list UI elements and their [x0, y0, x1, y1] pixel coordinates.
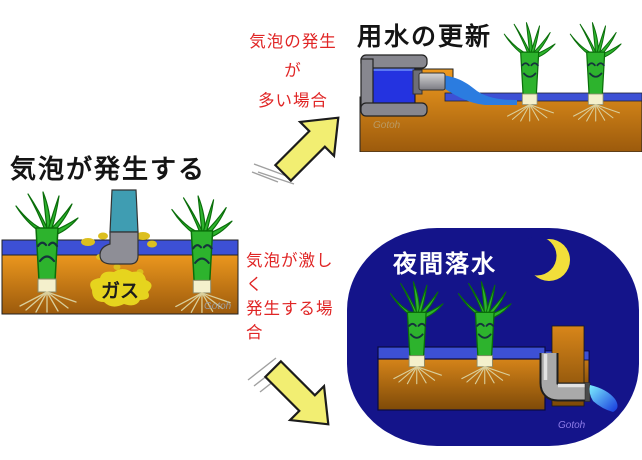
pump-bracket	[360, 54, 428, 117]
boot-upper	[109, 189, 139, 233]
night-drainage-illustration: Gotoh	[347, 228, 639, 446]
night-water-layer	[377, 346, 546, 360]
artist-signature: Gotoh	[373, 120, 401, 131]
water-stream	[441, 75, 517, 105]
crescent-moon-icon	[517, 236, 570, 281]
field-water-layer	[444, 92, 642, 102]
arrow-down-right	[247, 357, 330, 426]
arrow-shape	[263, 359, 330, 426]
gas-label: ガス	[101, 280, 139, 302]
boot-foot	[99, 231, 139, 265]
drain-pipe	[539, 353, 591, 402]
water-renewal-title: 用水の更新	[357, 23, 493, 51]
condition-label-many-bubbles: 気泡の発生 が 多い場合	[249, 33, 337, 110]
boot	[99, 189, 139, 265]
outflow-water	[589, 385, 618, 412]
night-soil	[377, 356, 546, 411]
left-scene-title: 気泡が発生する	[10, 154, 207, 184]
water-pump	[360, 54, 446, 117]
artist-signature: Gotoh	[204, 301, 232, 312]
condition-label-intense-bubbles: 気泡が激し く 発生する場 合	[246, 252, 334, 342]
pump-nozzle	[418, 72, 446, 91]
artist-signature: Gotoh	[558, 420, 586, 431]
gas-cloud	[90, 269, 152, 307]
arrow-up-right	[251, 116, 340, 185]
arrow-shape	[273, 116, 340, 183]
water-renewal-illustration: Gotoh	[359, 21, 642, 152]
pipe-opening	[584, 382, 591, 402]
night-drainage-title: 夜間落水	[393, 251, 497, 278]
left-scene-illustration: ガス Gotoh	[1, 189, 239, 315]
